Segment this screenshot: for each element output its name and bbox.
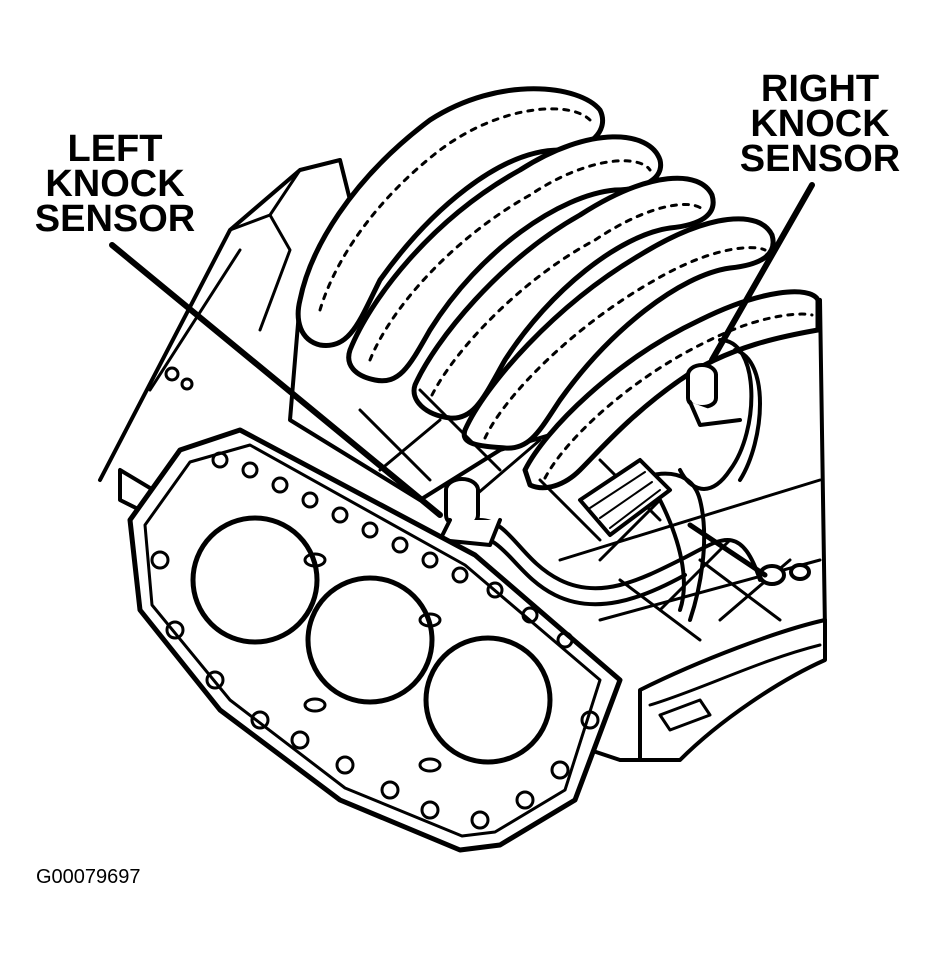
gasket-holes	[150, 451, 600, 830]
left-knock-sensor-part	[438, 477, 502, 547]
left-label-line-3: SENSOR	[34, 198, 196, 240]
rear-fitting	[758, 563, 811, 586]
head-gasket	[127, 427, 623, 853]
right-label-line-3: SENSOR	[739, 138, 901, 180]
left-leader-line	[109, 242, 443, 518]
left-label-line-1: LEFT	[67, 128, 163, 170]
left-knock-sensor-label: LEFT KNOCK SENSOR	[30, 128, 200, 240]
right-knock-sensor-part	[686, 363, 742, 427]
right-leader-line	[709, 182, 815, 363]
right-knock-sensor-label: RIGHT KNOCK SENSOR	[735, 68, 905, 180]
right-label-line-1: RIGHT	[760, 68, 880, 110]
left-label-line-2: KNOCK	[45, 163, 185, 205]
rear-cover	[638, 618, 827, 762]
figure-id: G00079697	[36, 866, 141, 888]
rear-leader-line	[687, 522, 768, 578]
connector	[578, 458, 672, 537]
leader-lines	[109, 182, 815, 578]
intake-manifold	[295, 86, 821, 491]
right-label-line-2: KNOCK	[750, 103, 890, 145]
